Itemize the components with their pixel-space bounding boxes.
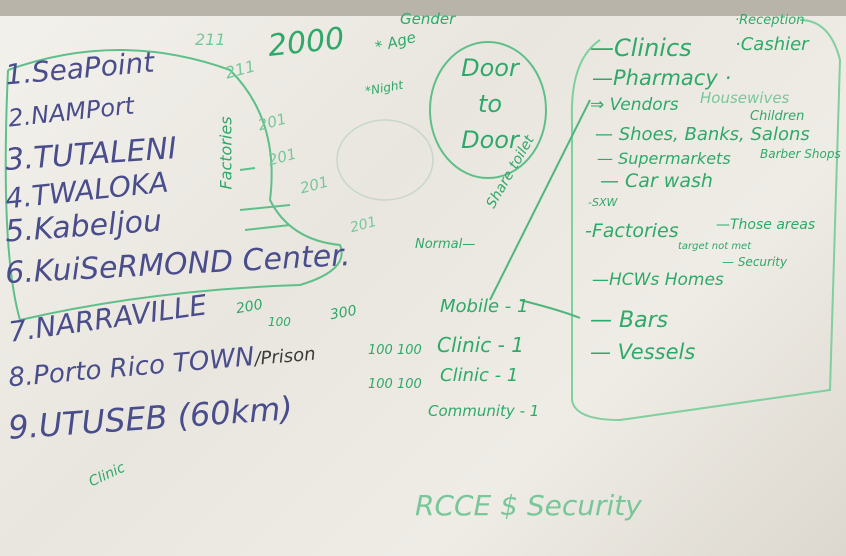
site-clinics: —Clinics (590, 34, 692, 62)
site-vendors: ⇒ Vendors (590, 95, 679, 115)
location-number: 2. (6, 102, 33, 133)
normal-label: Normal— (415, 237, 476, 252)
site-shoes-banks-salons: — Shoes, Banks, Salons (595, 124, 810, 145)
site-reception: ·Reception (735, 13, 805, 28)
rcce-security-label: RCCE $ Security (415, 489, 642, 522)
site-supermarkets: — Supermarkets (597, 149, 731, 168)
team-community: Community - 1 (428, 402, 540, 420)
location-number: 3. (3, 141, 35, 178)
team-mobile: Mobile - 1 (440, 296, 529, 317)
count-row: 100 100 (368, 377, 422, 392)
site-housewives: Housewives (700, 89, 790, 107)
count-row: 100 100 (368, 343, 422, 358)
site-children: Children (750, 109, 805, 124)
team-clinic: Clinic - 1 (437, 333, 524, 357)
count-label: 211 (195, 30, 226, 49)
criteria-gender: Gender (400, 10, 456, 28)
whiteboard-frame (0, 0, 846, 16)
site-pharmacy: —Pharmacy · (592, 66, 732, 90)
door-to-door-label: Door to Door (461, 54, 519, 154)
security-note: — Security (722, 255, 788, 269)
site-sxw: -SXW (588, 196, 618, 209)
site-bars: — Bars (590, 308, 669, 333)
site-car-wash: — Car wash (600, 170, 713, 192)
location-number: 8. (7, 361, 35, 394)
location-number: 5. (3, 212, 35, 250)
those-areas-note: —Those areas (716, 217, 816, 233)
count-label: 100 (268, 315, 291, 329)
team-clinic: Clinic - 1 (440, 365, 519, 386)
location-number: 9. (7, 406, 41, 447)
location-number: 1. (3, 56, 34, 92)
total-number: 2000 (266, 21, 346, 64)
site-barber-shops: Barber Shops (760, 147, 841, 161)
location-number: 6. (4, 254, 35, 292)
site-hcw-homes: —HCWs Homes (592, 270, 724, 290)
location-number: 4. (3, 179, 34, 216)
site-vessels: — Vessels (590, 340, 696, 364)
site-factories: -Factories (585, 220, 679, 242)
target-not-met-note: target not met (678, 241, 752, 252)
factories-label: Factories (216, 116, 236, 190)
site-cashier: ·Cashier (735, 34, 809, 55)
